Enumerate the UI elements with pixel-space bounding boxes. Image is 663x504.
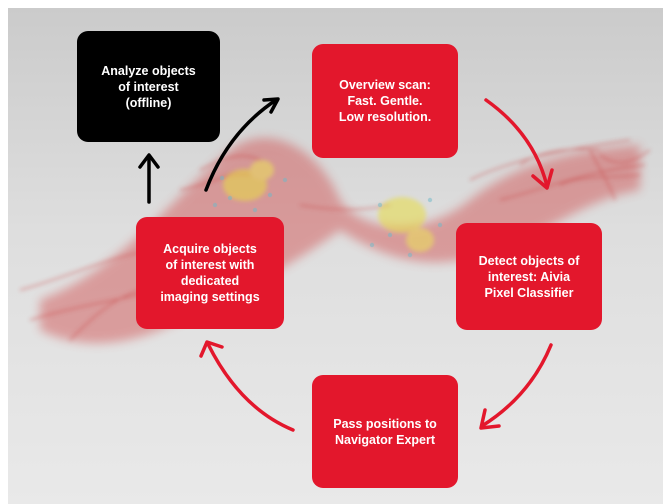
node-text-line: (offline) bbox=[125, 95, 172, 110]
node-text-line: Detect objects of bbox=[478, 253, 580, 268]
node-detect-label: Detect objects of interest: Aivia Pixel … bbox=[479, 253, 580, 301]
node-text-line: Fast. Gentle. bbox=[347, 94, 423, 108]
node-text-line: interest: Aivia bbox=[487, 269, 571, 284]
node-detect-objects: Detect objects of interest: Aivia Pixel … bbox=[456, 223, 602, 330]
edge-acquire-to-analyze bbox=[138, 153, 160, 204]
node-text-line: of interest bbox=[118, 79, 179, 94]
node-text-line: Overview scan: bbox=[339, 78, 431, 92]
node-acquire-label: Acquire objects of interest with dedicat… bbox=[160, 241, 259, 305]
node-text-line: of interest with bbox=[165, 258, 255, 272]
node-text-line: Analyze objects bbox=[101, 63, 196, 78]
edge-pass-to-acquire bbox=[199, 340, 295, 432]
nuclei-dots-shape bbox=[212, 175, 443, 258]
node-analyze-label: Analyze objects of interest (offline) bbox=[101, 63, 195, 111]
node-text-line: Acquire objects bbox=[163, 242, 257, 256]
node-overview-scan: Overview scan: Fast. Gentle. Low resolut… bbox=[312, 44, 458, 158]
node-text-line: Navigator Expert bbox=[334, 432, 436, 447]
edge-overview-to-detect bbox=[484, 98, 554, 190]
node-acquire-objects: Acquire objects of interest with dedicat… bbox=[136, 217, 284, 329]
node-text-line: Low resolution. bbox=[338, 110, 432, 124]
vessel-lines-shape bbox=[19, 139, 651, 341]
node-overview-label: Overview scan: Fast. Gentle. Low resolut… bbox=[339, 77, 431, 125]
node-text-line: dedicated bbox=[180, 274, 240, 288]
node-pass-positions: Pass positions to Navigator Expert bbox=[312, 375, 458, 488]
edge-acquire-to-overview bbox=[204, 97, 280, 192]
node-text-line: Pixel Classifier bbox=[484, 285, 574, 300]
node-text-line: imaging settings bbox=[160, 290, 260, 304]
edge-detect-to-pass bbox=[479, 343, 553, 430]
node-pass-label: Pass positions to Navigator Expert bbox=[333, 416, 437, 448]
node-analyze-objects: Analyze objects of interest (offline) bbox=[77, 31, 220, 142]
node-text-line: Pass positions to bbox=[333, 416, 437, 431]
cell-cluster-shape bbox=[223, 160, 434, 252]
